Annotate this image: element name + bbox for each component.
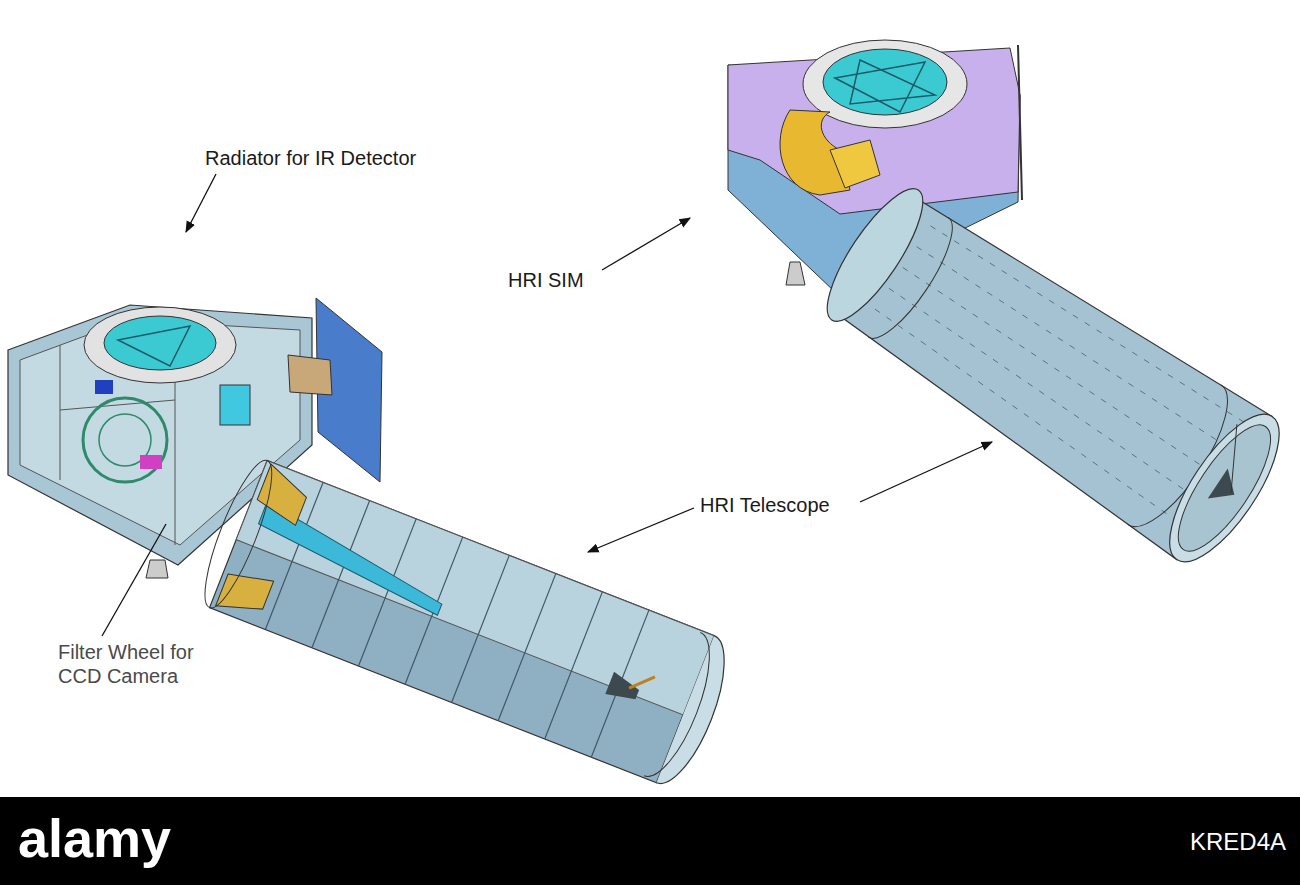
hri-sim-assembled-part (830, 140, 880, 188)
hri-telescope-assembled-part (812, 177, 938, 333)
image-id: KRED4A (1190, 828, 1286, 856)
hri-sim-assembled-part (728, 48, 1020, 214)
hri-sim-cutaway-part (95, 380, 113, 394)
callout-label: Radiator for IR Detector (205, 146, 416, 170)
hri-telescope-assembled-part-part (917, 242, 1236, 458)
hri-sim-assembled-part (835, 60, 935, 112)
hri-telescope-cutaway-part (216, 565, 274, 622)
callout-label: HRI SIM (508, 268, 584, 292)
hri-telescope-cutaway-part-part (545, 592, 603, 739)
hri-sim-cutaway-part (83, 398, 167, 482)
hri-telescope-cutaway-part (644, 632, 724, 785)
leader-lines-part (860, 442, 992, 502)
hri-telescope-cutaway-part (629, 670, 655, 696)
hri-telescope-cutaway-part (265, 482, 649, 757)
hri-sim-cutaway-part (140, 455, 162, 469)
hri-telescope-cutaway-part (193, 454, 284, 614)
hri-telescope-cutaway-part (210, 461, 715, 783)
callout-label: HRI Telescope (700, 493, 830, 517)
hri-telescope-assembled (807, 170, 1298, 577)
hri-telescope-cutaway-part (605, 672, 642, 705)
stock-bar (0, 797, 1300, 885)
hri-sim-assembled-part (786, 262, 805, 285)
hri-telescope-assembled-part-part (903, 267, 1220, 479)
leader-lines-part (588, 508, 694, 552)
leader-lines-part (102, 524, 166, 636)
hri-telescope-cutaway-part (254, 464, 313, 525)
hri-sim-cutaway-part (84, 307, 236, 383)
watermark-logo: alamy (18, 806, 171, 870)
hri-telescope-cutaway-part (656, 636, 740, 793)
leader-lines-part (602, 218, 690, 270)
hri-sim-assembled-part (823, 49, 947, 115)
hri-telescope-assembled-part (868, 217, 966, 349)
hri-sim-cutaway-part (146, 560, 168, 578)
leader-lines (102, 174, 992, 636)
hri-telescope-assembled-part (1150, 399, 1299, 578)
hri-telescope-cutaway-part (251, 501, 453, 615)
hri-sim-cutaway-part (60, 400, 175, 410)
hri-sim-cutaway-part (104, 316, 216, 370)
hri-telescope-cutaway-part-part (498, 574, 556, 721)
callout-label: Filter Wheel for CCD Camera (58, 640, 230, 688)
hri-telescope-cutaway-part (236, 461, 714, 715)
hri-telescope-cutaway (193, 454, 740, 793)
hri-telescope-assembled-part-part (870, 309, 1191, 527)
hri-telescope-assembled-part (1163, 413, 1287, 564)
hri-telescope-assembled-part-part (887, 288, 1205, 502)
hri-sim-cutaway-part (288, 355, 332, 395)
hri-telescope-cutaway-part-part (452, 555, 510, 702)
hri-sim-assembled-part (1018, 45, 1022, 200)
hri-telescope-assembled-part (1208, 469, 1245, 510)
leader-lines-part (186, 174, 216, 232)
hri-sim-assembled-part (803, 40, 967, 128)
hri-sim-cutaway-part (118, 326, 190, 366)
hri-telescope-assembled-part (1204, 424, 1265, 492)
hri-sim-cutaway-part (220, 385, 250, 425)
hri-telescope-assembled-part-part (930, 217, 1252, 437)
hri-sim-cutaway-part (60, 345, 61, 480)
